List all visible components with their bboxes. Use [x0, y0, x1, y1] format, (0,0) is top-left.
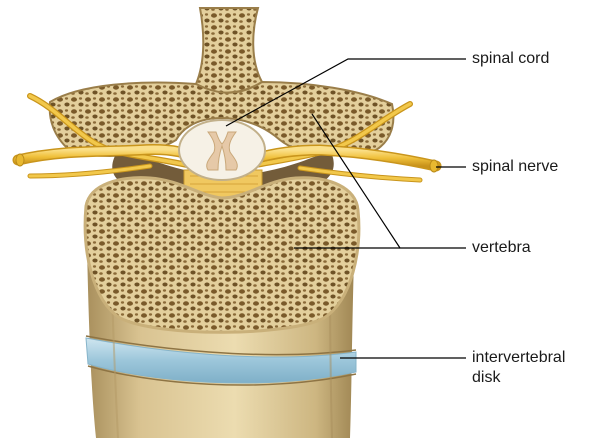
vertebra-leader-line — [312, 114, 466, 248]
spinal-nerve-label: spinal nerve — [472, 157, 558, 177]
spinal-cord-leader-line — [226, 59, 466, 126]
intervertebral-disk-label-line1: intervertebral — [472, 348, 565, 368]
intervertebral-disk-label: intervertebral disk — [472, 348, 565, 388]
spinal-cord-label: spinal cord — [472, 49, 549, 69]
vertebra-label: vertebra — [472, 238, 531, 258]
intervertebral-disk-label-line2: disk — [472, 368, 565, 388]
